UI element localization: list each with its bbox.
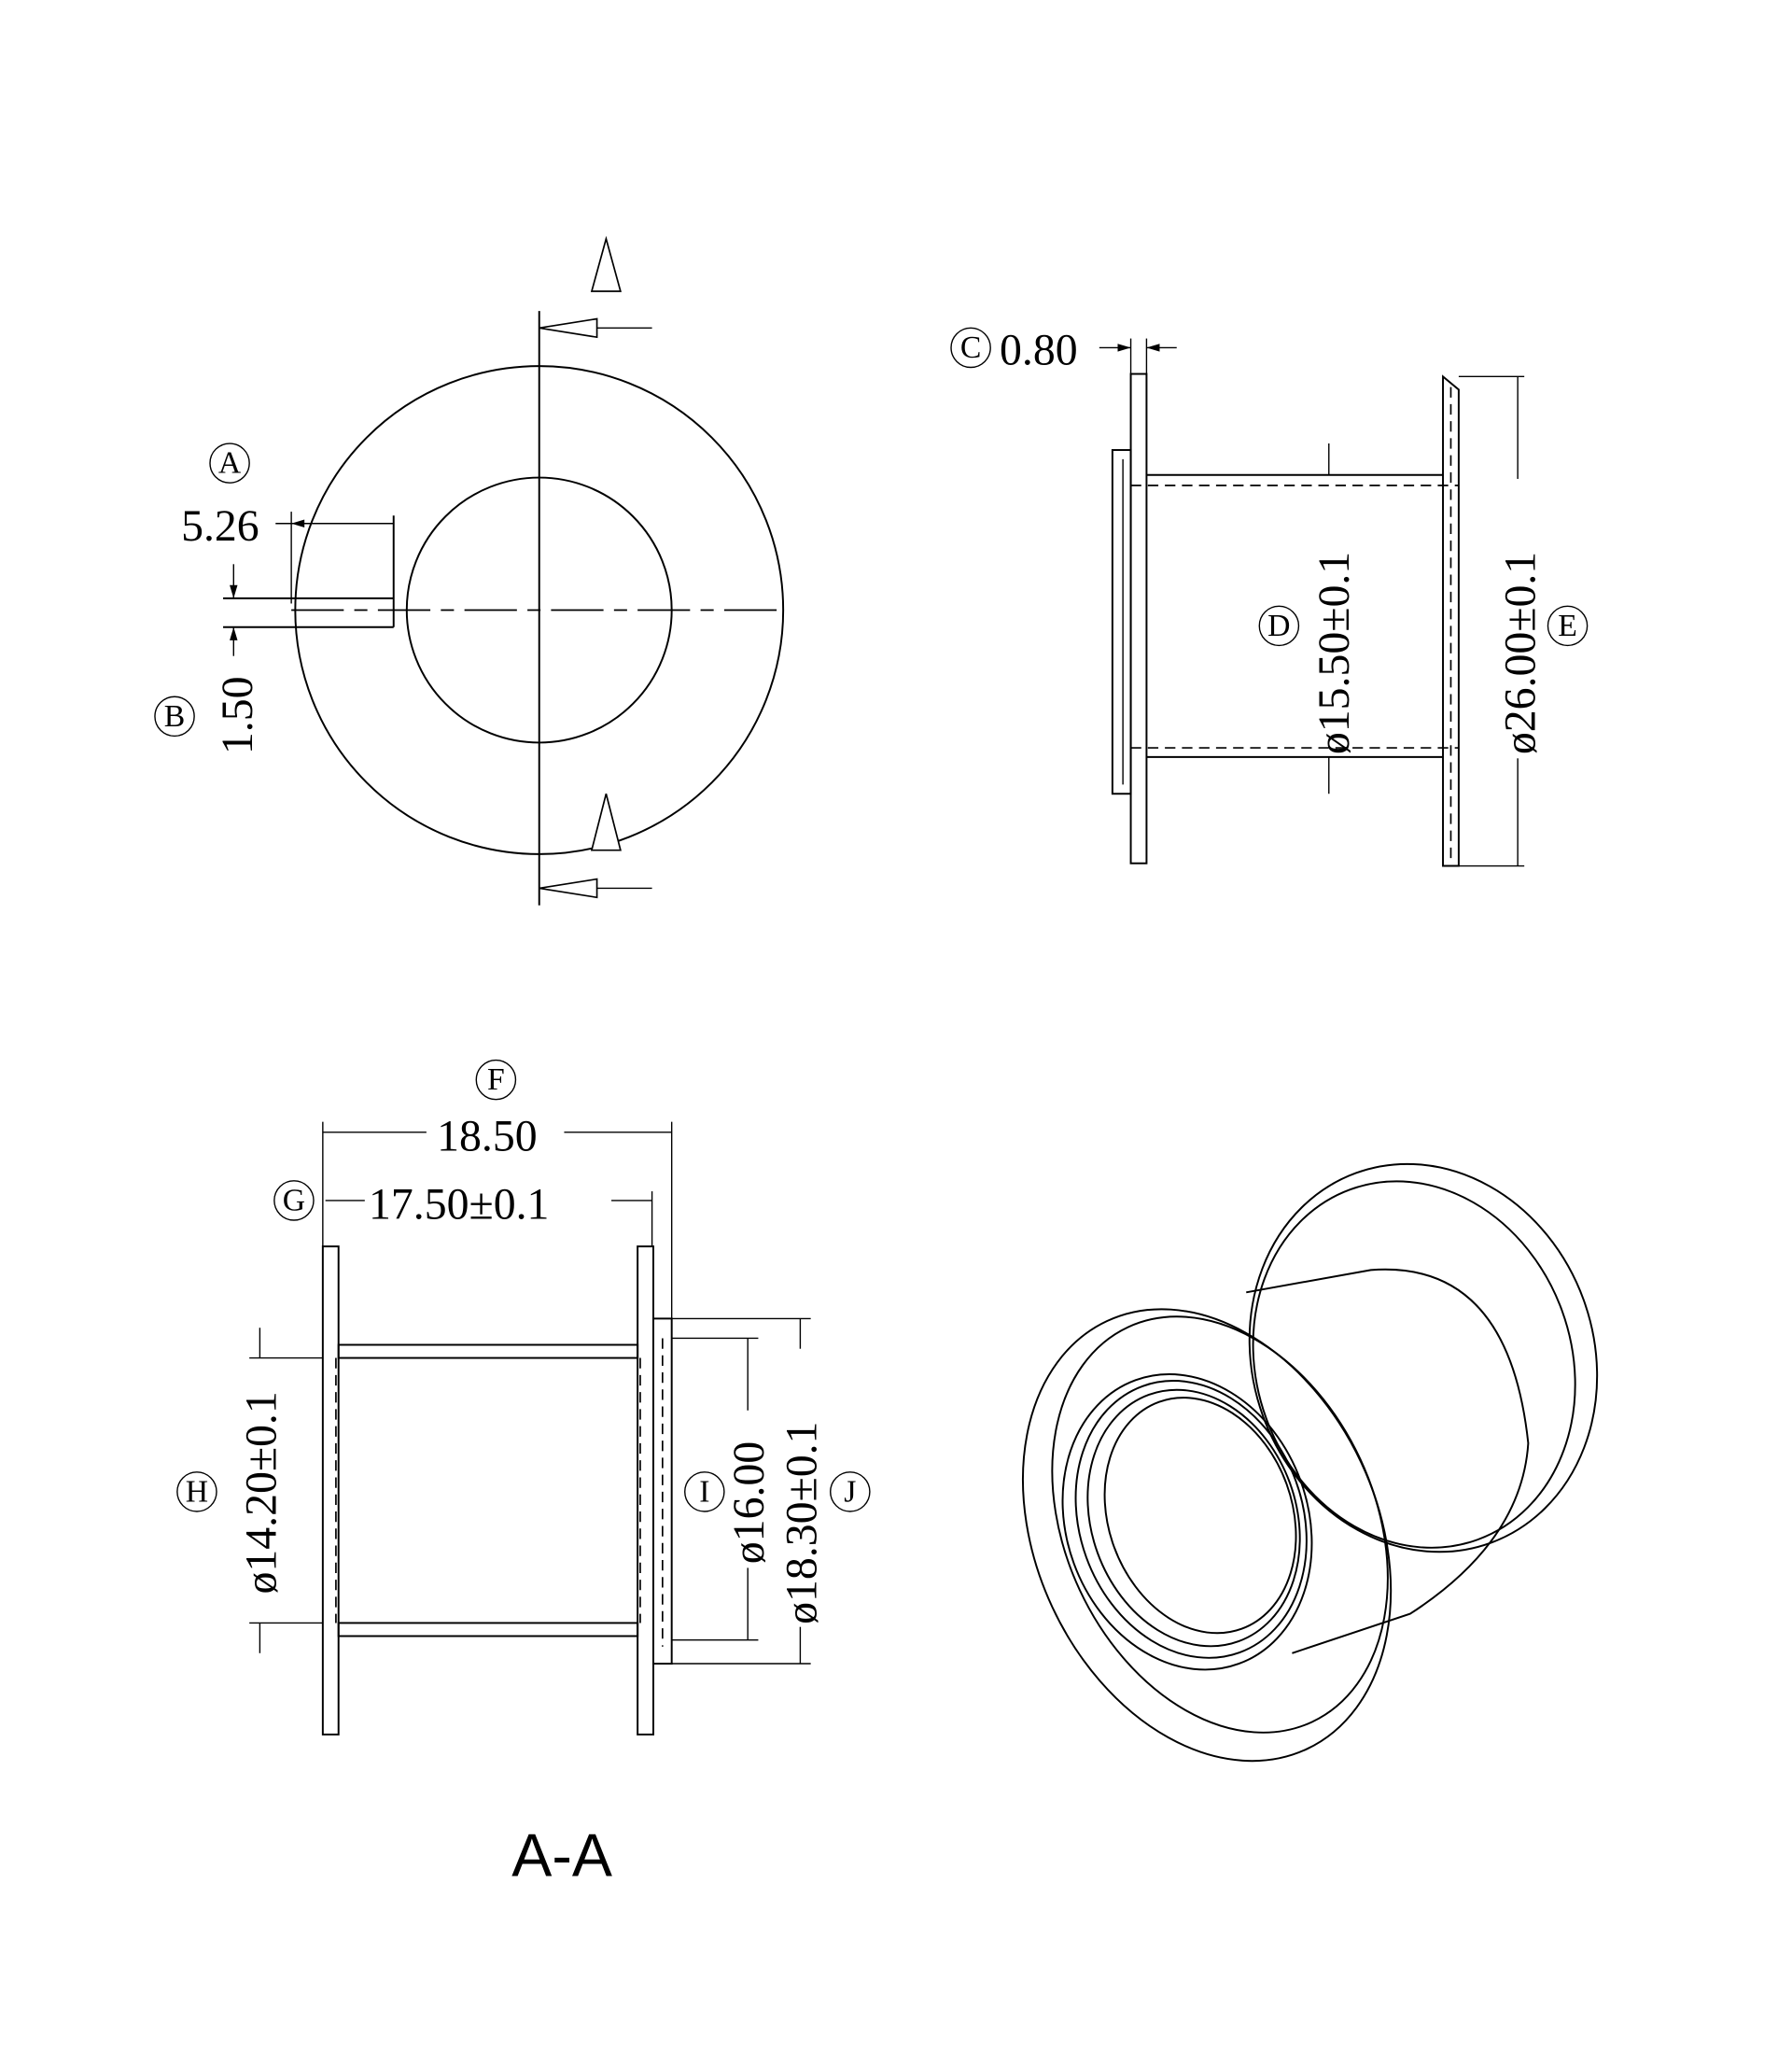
section-view: F 18.50 G 17.50±0.1 ø14.20±0.1 H ø16.00 …: [176, 1059, 871, 1890]
callout-e: E: [1558, 609, 1577, 643]
section-arrow-top-icon: [539, 317, 598, 339]
callout-g: G: [283, 1183, 305, 1217]
callout-a-circle: [209, 443, 250, 484]
callout-c: C: [960, 330, 982, 365]
callout-f: F: [487, 1062, 505, 1097]
dim-5-26: 5.26: [181, 501, 259, 551]
dim-1-50: 1.50: [213, 676, 262, 754]
dim-h: ø14.20±0.1: [236, 1391, 286, 1594]
dim-e: ø26.00±0.1: [1495, 552, 1545, 754]
dim-j: ø18.30±0.1: [777, 1422, 826, 1624]
side-view: C 0.80 ø15.50±0.1 D ø26.00±0.1 E: [950, 326, 1589, 867]
dim-0-80: 0.80: [1000, 326, 1078, 375]
dim-d: ø15.50±0.1: [1309, 552, 1359, 754]
isometric-view: [1021, 1162, 1599, 1763]
top-view: 5.26 A 1.50 B A A: [154, 235, 788, 906]
callout-b: B: [164, 699, 186, 734]
callout-j: J: [844, 1474, 856, 1509]
dim-g: 17.50±0.1: [369, 1180, 549, 1230]
section-arrow-head-icon: [590, 235, 622, 292]
callout-a: A: [218, 446, 242, 481]
callout-h: H: [186, 1474, 208, 1509]
dim-f: 18.50: [437, 1112, 537, 1161]
section-title: A-A: [511, 1821, 612, 1890]
section-arrow-bottom-icon: [539, 878, 598, 899]
dim-i: ø16.00: [724, 1441, 774, 1564]
callout-d: D: [1267, 609, 1290, 643]
callout-i: I: [699, 1474, 709, 1509]
